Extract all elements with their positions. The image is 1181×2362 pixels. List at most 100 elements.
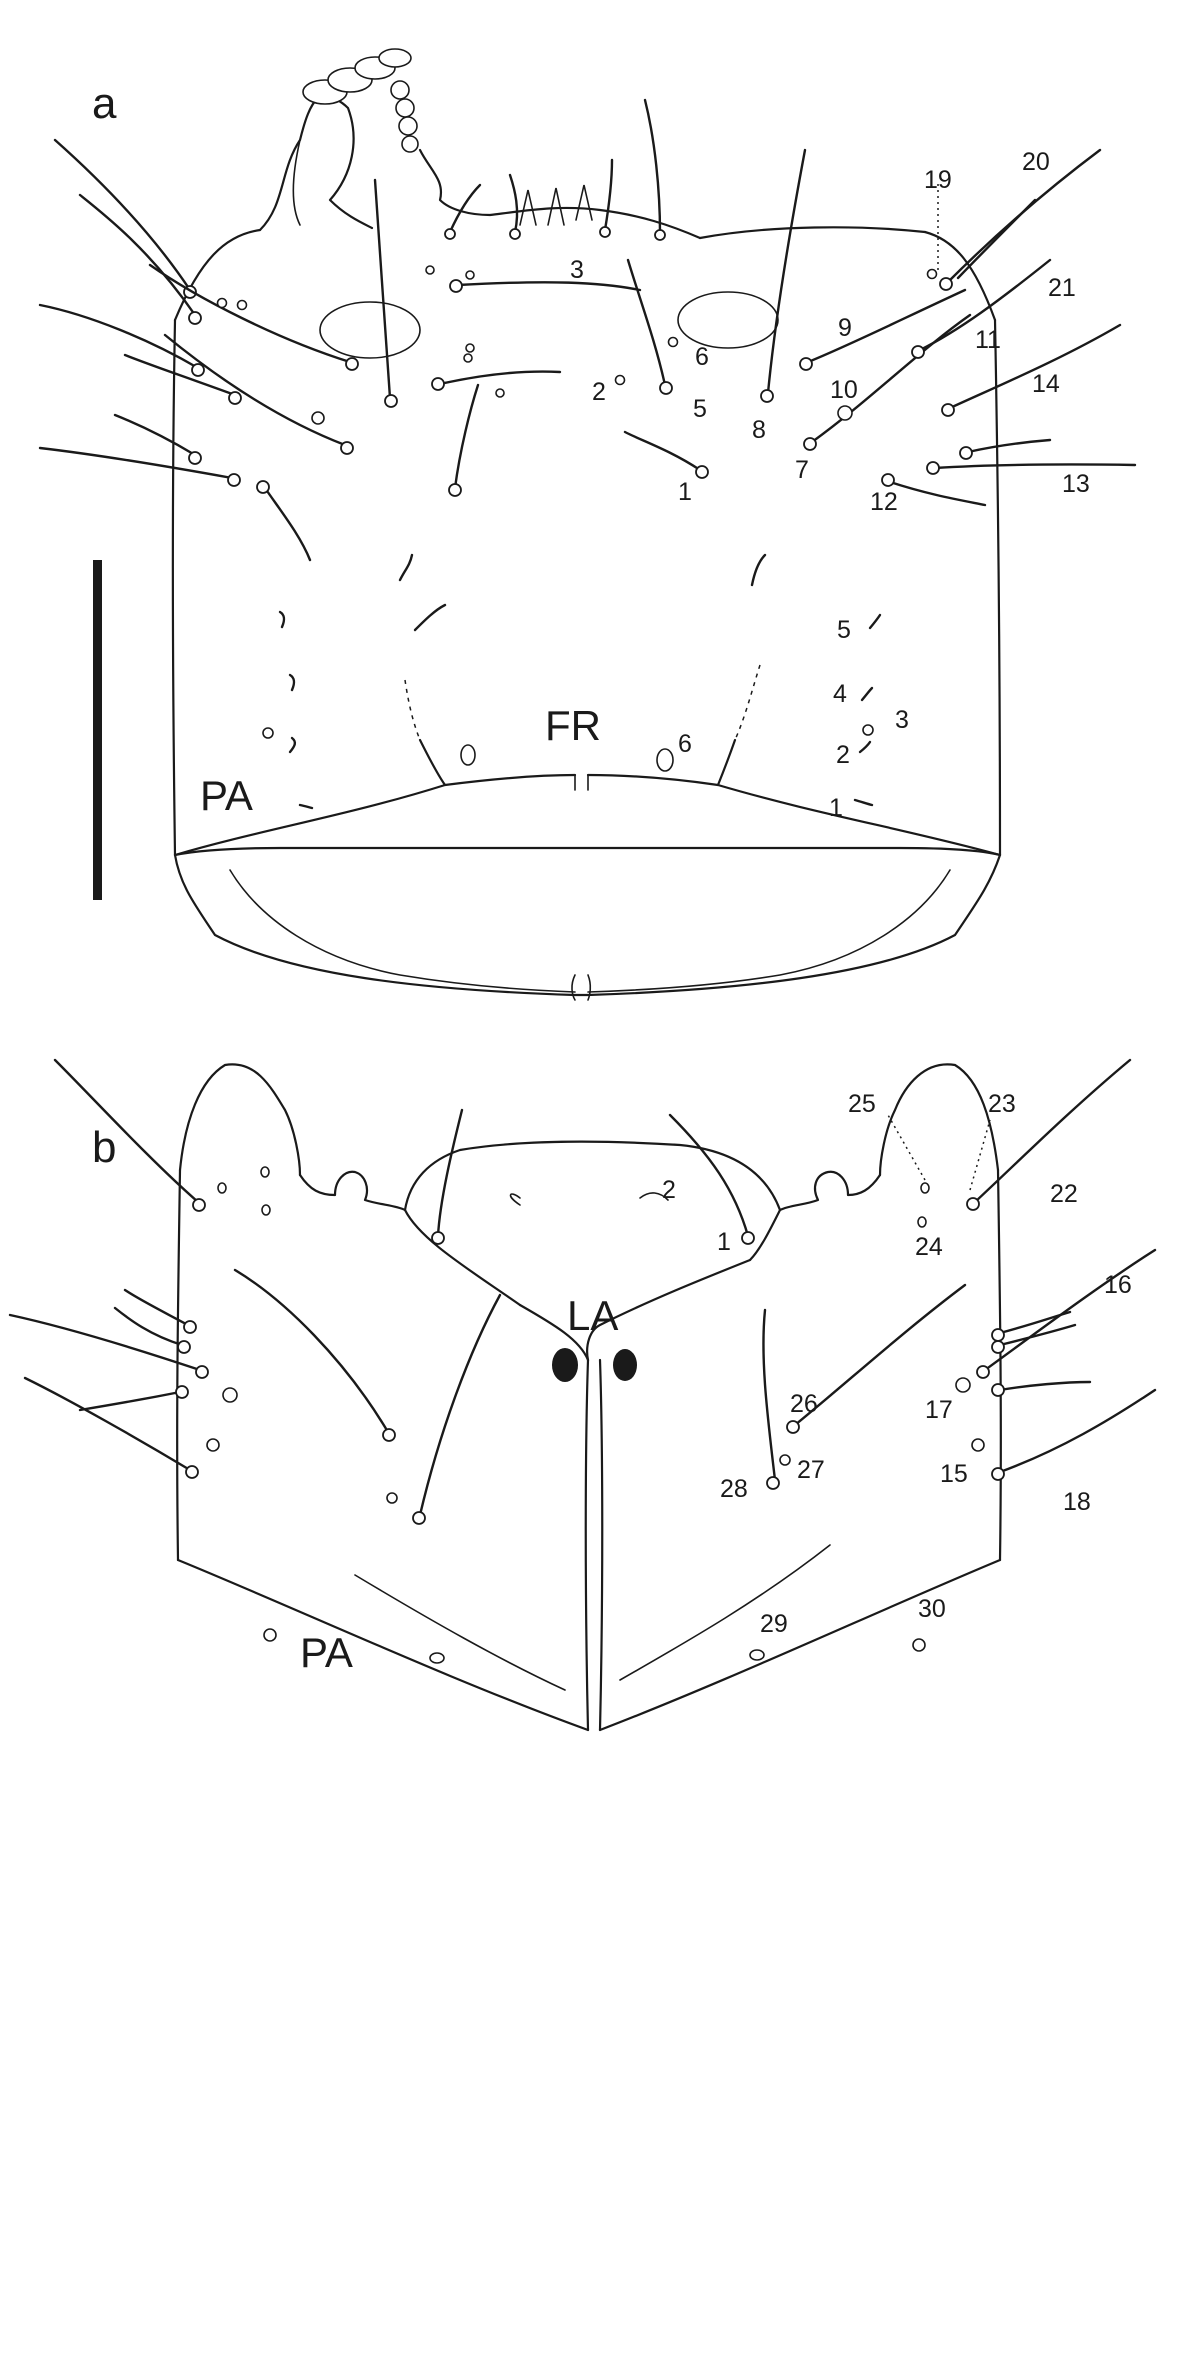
- seta-label: 17: [925, 1396, 953, 1424]
- posterior-margin-right: [598, 1558, 1002, 1732]
- seta: [623, 430, 702, 472]
- seta-label: 24: [915, 1233, 943, 1261]
- setae-panel-a: [38, 98, 1137, 810]
- seta-label: 9: [838, 314, 852, 342]
- seta-label: 25: [848, 1090, 876, 1118]
- seta: [53, 1058, 200, 1204]
- frontal-suture-right: [734, 664, 761, 741]
- seta: [78, 1390, 182, 1412]
- right-palp-joint: [778, 1170, 882, 1212]
- seta: [508, 173, 519, 234]
- seta: [263, 486, 312, 562]
- panel-a-letter: a: [92, 79, 117, 128]
- seta: [793, 1283, 967, 1427]
- labium-top: [403, 1140, 782, 1262]
- seta: [806, 288, 967, 364]
- occipital-line-right: [716, 783, 1002, 857]
- mandible-inner: [292, 139, 301, 226]
- pa-line-left: [354, 1574, 566, 1691]
- seta: [288, 736, 297, 754]
- seta: [373, 178, 392, 400]
- seta-label: 23: [988, 1090, 1016, 1118]
- seta: [668, 1113, 750, 1238]
- posterior-margin-left: [176, 1558, 590, 1732]
- fr-seta-label: 6: [678, 730, 692, 758]
- label-la: LA: [567, 1292, 618, 1339]
- capsule-left-shoulder: [173, 228, 262, 322]
- seta: [123, 1288, 190, 1327]
- seta: [956, 198, 1037, 280]
- collar-inner-left: [229, 869, 576, 993]
- seta: [398, 553, 414, 582]
- frons-posterior-left: [418, 738, 577, 787]
- seta-label: 7: [795, 456, 809, 484]
- label-pa-b: PA: [300, 1629, 353, 1676]
- seta: [438, 370, 562, 386]
- cervical-collar: [173, 846, 1002, 997]
- seta: [868, 613, 882, 630]
- spot-right: [613, 1349, 637, 1381]
- seta-label: 3: [570, 256, 584, 284]
- antennal-socket-right: [677, 291, 779, 349]
- seta-label: 2: [662, 1176, 676, 1204]
- seta: [8, 1313, 202, 1372]
- seta: [966, 438, 1052, 454]
- ventral-outline: [176, 1063, 1002, 1732]
- panel-b: b: [8, 1058, 1157, 1732]
- seta: [853, 798, 874, 807]
- pointer-23: [969, 1119, 991, 1191]
- seta: [998, 1388, 1157, 1474]
- seta-2: [639, 1192, 669, 1201]
- seta-numbers-b: 1 2 15 16 17 18 22 23 24 25 26 27 28 29 …: [662, 1090, 1132, 1638]
- pa-seta-label: 1: [829, 794, 843, 822]
- frons-posterior-right: [586, 738, 737, 787]
- occipital-line-left: [173, 783, 447, 857]
- seta-label: 1: [717, 1228, 731, 1256]
- seta: [288, 673, 296, 692]
- seta: [933, 463, 1137, 470]
- seta: [750, 553, 767, 587]
- right-lobe: [878, 1063, 1000, 1177]
- seta-label: 6: [695, 343, 709, 371]
- pa-seta-label: 2: [836, 741, 850, 769]
- seta: [762, 1308, 777, 1482]
- seta: [163, 333, 347, 447]
- seta-label: 20: [1022, 148, 1050, 176]
- seta: [918, 258, 1052, 352]
- seta-label: 2: [592, 378, 606, 406]
- label-fr: FR: [545, 702, 601, 749]
- seta-label: 14: [1032, 370, 1060, 398]
- seta-label: 16: [1104, 1271, 1132, 1299]
- seta-label: 28: [720, 1475, 748, 1503]
- seta: [413, 603, 447, 632]
- seta: [38, 446, 234, 480]
- seta: [453, 383, 480, 490]
- seta: [23, 1376, 192, 1472]
- seta: [626, 258, 667, 387]
- seta: [643, 98, 662, 235]
- gular-suture-left: [584, 1358, 590, 1732]
- pa-seta-label: 3: [895, 706, 909, 734]
- antennal-socket-left: [319, 301, 421, 359]
- pointer-25: [887, 1114, 926, 1181]
- seta-label: 12: [870, 488, 898, 516]
- seta: [113, 413, 197, 457]
- seta: [53, 138, 192, 292]
- pa-seta-label: 4: [833, 680, 847, 708]
- seta-label: 19: [924, 166, 952, 194]
- seta: [298, 803, 314, 810]
- seta-label: 27: [797, 1456, 825, 1484]
- collar-inner-right: [587, 869, 951, 993]
- label-pa-a: PA: [200, 772, 253, 819]
- pa-numbers-a: 1 2 3 4 5 6: [678, 616, 909, 822]
- panel-a: a: [38, 48, 1137, 1001]
- labium-left-lower: [518, 1303, 590, 1362]
- seta: [456, 281, 642, 292]
- gular-suture-right: [598, 1358, 604, 1732]
- scale-bar: [93, 560, 102, 900]
- pa-seta-label: 5: [837, 616, 851, 644]
- labium-left: [403, 1208, 522, 1307]
- head-capsule-outline: [171, 48, 1002, 1001]
- seta: [888, 480, 987, 507]
